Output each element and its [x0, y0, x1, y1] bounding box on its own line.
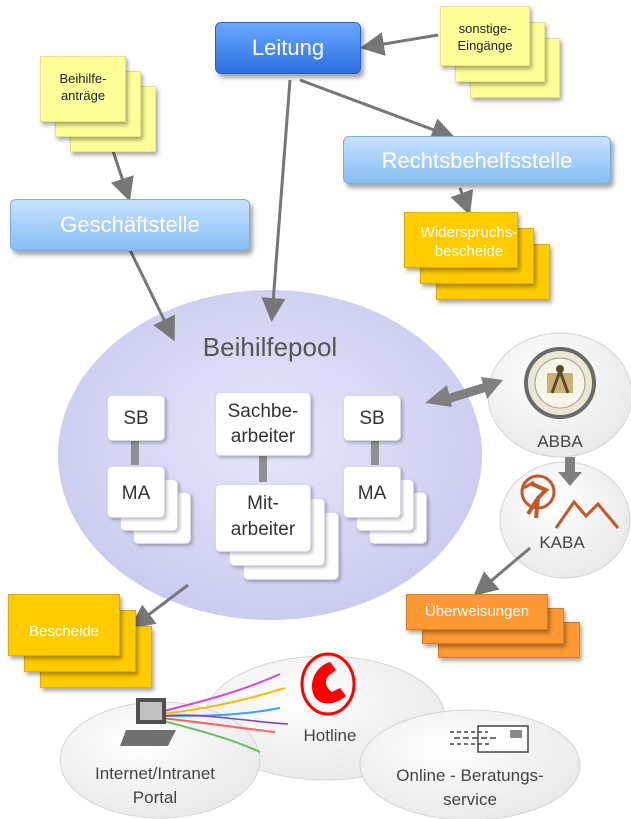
ma-right-label: MA: [357, 483, 387, 504]
ueberweisung-note-1: [406, 594, 548, 630]
beratung-label: Online - Beratungs- service: [396, 766, 544, 809]
sb-right-tile[interactable]: SB: [343, 395, 401, 441]
geschaeftstelle-label: Geschäftstelle: [60, 212, 200, 237]
connector-sb-ma-right: [371, 437, 379, 465]
fax-icon: [450, 725, 529, 753]
rechtsbehelfsstelle-box[interactable]: Rechtsbehelfsstelle: [343, 136, 611, 184]
antraege-note-1: [40, 56, 126, 122]
sb-right-label: SB: [359, 408, 385, 429]
widerspruch-label: Widerspruchs- bescheide: [420, 224, 518, 260]
hotline-label: Hotline: [303, 726, 357, 745]
connector-sb-ma-left: [131, 437, 139, 465]
arrow-rechtsbehelf-to-widerspruch: [450, 187, 474, 216]
phone-icon: [300, 652, 356, 716]
kaba-label: KABA: [539, 533, 585, 552]
leitung-box[interactable]: Leitung: [215, 22, 361, 74]
ma-left-tile-1[interactable]: MA: [107, 466, 165, 518]
mitarbeiter-tile-1[interactable]: Mit- arbeiter: [215, 484, 311, 552]
arrow-leitung-to-rechtsbehelf: [299, 78, 456, 141]
sachbearbeiter-tile[interactable]: Sachbe- arbeiter: [215, 392, 311, 456]
kaba-logo-icon: [520, 474, 620, 529]
arrow-leitung-to-pool: [261, 79, 292, 322]
double-arrow-pool-abba: [425, 377, 503, 407]
beihilfepool-title: Beihilfepool: [202, 332, 338, 362]
bescheide-label: Bescheide: [28, 623, 100, 640]
geschaeftstelle-box[interactable]: Geschäftstelle: [10, 199, 250, 251]
antraege-label: Beihilfe- anträge: [59, 71, 107, 103]
ma-left-label: MA: [121, 483, 151, 504]
abba-label: ABBA: [537, 432, 583, 451]
sonstige-note-1: [440, 6, 530, 66]
sb-left-tile[interactable]: SB: [107, 395, 165, 441]
sb-left-label: SB: [123, 408, 149, 429]
connector-sach-mit: [259, 454, 267, 482]
arrow-kaba-to-ueberweisungen: [473, 546, 531, 596]
rechtsbehelfsstelle-label: Rechtsbehelfsstelle: [381, 148, 573, 173]
arrow-abba-to-kaba: [558, 457, 582, 486]
bescheide-note-1: [8, 594, 120, 656]
widerspruch-note-1: [404, 212, 518, 268]
arrow-sonstige-to-leitung: [360, 32, 439, 56]
mitarbeiter-label: Mit- arbeiter: [230, 493, 296, 540]
ueberweisungen-label: Überweisungen: [424, 603, 530, 620]
arrow-pool-to-bescheide: [130, 583, 189, 629]
sachbearbeiter-label: Sachbe- arbeiter: [227, 401, 299, 447]
arrow-geschaeft-to-pool: [128, 249, 175, 342]
arrow-antraege-to-geschaeft: [110, 147, 134, 202]
leitung-label: Leitung: [251, 35, 325, 60]
ma-right-tile-1[interactable]: MA: [343, 466, 401, 518]
portal-label: Internet/Intranet Portal: [94, 764, 216, 807]
abba-logo-icon: [524, 347, 596, 419]
computer-rays-icon: [120, 673, 289, 753]
sonstige-label: sonstige- Eingänge: [457, 21, 513, 53]
